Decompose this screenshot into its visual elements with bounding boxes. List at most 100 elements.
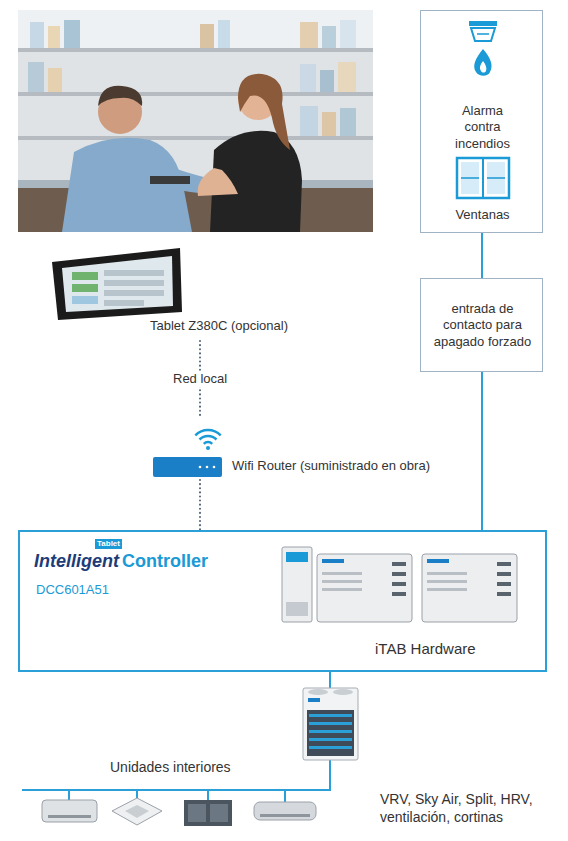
shop-photo xyxy=(320,70,334,92)
controller-box-art xyxy=(427,559,449,563)
tablet-device-art xyxy=(104,270,164,276)
model-code: DCC601A51 xyxy=(36,582,109,598)
shop-photo xyxy=(338,62,356,92)
controller-box-art xyxy=(392,562,406,566)
controller-box-art xyxy=(422,554,517,622)
dotted-link xyxy=(199,480,201,530)
input-box-art xyxy=(471,28,495,41)
router-device-art xyxy=(195,430,220,435)
router-device: Wifi Router (suministrado en obra) xyxy=(150,418,474,480)
shop-photo xyxy=(28,62,44,92)
controller-box-art xyxy=(322,580,362,583)
router-device-art xyxy=(204,442,212,444)
contact-box: entrada de contacto para apagado forzado xyxy=(420,278,543,372)
tablet-device-art xyxy=(104,300,144,306)
controller-box-art xyxy=(497,562,511,566)
signal-line xyxy=(481,372,483,530)
indoor-units-art xyxy=(260,814,310,817)
controller-box-art xyxy=(427,572,467,575)
input-box-art xyxy=(469,21,497,26)
indoor-units-art xyxy=(125,805,149,818)
controller-box-art xyxy=(427,580,467,583)
router-device-art xyxy=(206,466,209,469)
indoor-units-art xyxy=(68,790,70,800)
shop-photo xyxy=(322,112,336,136)
indoor-units-art xyxy=(48,815,91,818)
controller-box-art xyxy=(282,547,312,622)
outdoor-unit xyxy=(309,738,352,741)
signal-line xyxy=(481,233,483,278)
controller-box-art xyxy=(317,554,412,622)
tablet-device-art xyxy=(72,296,98,304)
outdoor-unit xyxy=(308,689,328,695)
shop-photo xyxy=(150,176,190,184)
outdoor-unit xyxy=(307,710,354,756)
router-device-art xyxy=(200,436,217,440)
indoor-units-art xyxy=(184,800,232,826)
input-box: Alarma contra incendiosVentanas xyxy=(420,10,543,233)
input-box-art xyxy=(474,49,491,76)
controller-box-art xyxy=(286,552,308,562)
shop-photo xyxy=(18,48,373,52)
shop-photo xyxy=(300,106,318,136)
outdoor-unit xyxy=(309,746,352,749)
outdoor-unit xyxy=(309,714,352,717)
shop-photo xyxy=(18,10,373,50)
logo-word: Controller xyxy=(122,550,208,573)
controller-box-art xyxy=(427,588,467,591)
outdoor-unit xyxy=(333,689,353,695)
device-label: Tablet Z380C (opcional) xyxy=(150,318,308,334)
tablet-device-art xyxy=(72,272,98,280)
shop-photo xyxy=(238,74,290,150)
device-label: Wifi Router (suministrado en obra) xyxy=(232,458,468,474)
shop-photo xyxy=(18,136,373,140)
input-box-art xyxy=(457,158,509,198)
controller-box-art xyxy=(392,582,406,586)
router-device-art xyxy=(199,466,202,469)
indoor-units-art xyxy=(42,800,97,822)
tablet-device-art xyxy=(52,248,182,320)
outdoor-unit xyxy=(303,688,358,760)
controller-box-art xyxy=(497,592,511,596)
controller-box-art xyxy=(392,572,406,576)
hardware-label: iTAB Hardware xyxy=(375,640,476,659)
product-list: VRV, Sky Air, Split, HRV, ventilación, c… xyxy=(380,790,562,826)
tablet-device-art xyxy=(72,284,98,292)
node-text: Ventanas xyxy=(425,207,540,223)
controller-box-art xyxy=(286,602,308,616)
shop-photo xyxy=(30,22,44,48)
tablet-device-art xyxy=(104,290,164,296)
indoor-units-art xyxy=(188,804,206,822)
shop-photo xyxy=(340,108,356,136)
tablet-device-art xyxy=(104,280,164,286)
controller-box-art xyxy=(497,572,511,576)
shop-photo xyxy=(18,10,373,232)
shop-photo xyxy=(218,20,230,48)
tablet-device-art xyxy=(62,256,173,312)
controller-box-art xyxy=(322,588,362,591)
indoor-units-art xyxy=(112,798,162,825)
shop-photo xyxy=(300,64,316,92)
input-box-art xyxy=(487,177,505,179)
tablet-device: Tablet Z380C (opcional) xyxy=(40,240,314,341)
shop-photo xyxy=(64,20,80,48)
indoor-units-art xyxy=(22,789,327,791)
controller-box-art xyxy=(322,572,362,575)
shop-photo xyxy=(48,68,62,92)
outdoor-unit xyxy=(308,698,320,702)
outdoor-unit xyxy=(309,722,352,725)
link-label: Red local xyxy=(170,371,230,387)
shop-photo xyxy=(18,10,373,232)
shop-photo xyxy=(200,24,214,48)
router-device-art xyxy=(213,466,216,469)
router-device-art xyxy=(153,457,222,477)
logo-word: Intelligent xyxy=(34,550,119,573)
indoor-units-art xyxy=(254,802,316,820)
logo-badge: Tablet xyxy=(95,539,122,549)
shop-photo xyxy=(48,26,60,48)
indoor-units-art xyxy=(284,790,286,802)
input-box-art xyxy=(480,61,486,73)
input-box-art xyxy=(482,158,484,198)
indoor-units-art xyxy=(210,804,228,822)
